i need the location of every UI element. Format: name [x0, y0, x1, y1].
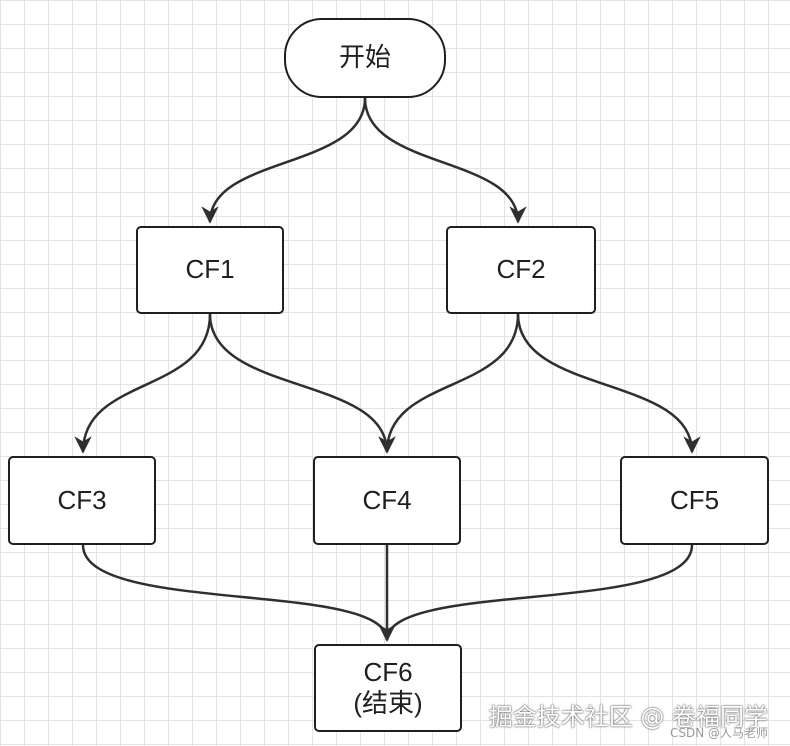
cf1-label: CF1 [185, 254, 235, 285]
cf5-label: CF5 [669, 484, 720, 515]
cf2-node: CF2 [446, 226, 596, 314]
watermark-text: 掘金技术社区 @ 卷福同学 [488, 703, 768, 731]
cf2-label: CF2 [496, 254, 546, 285]
edge-start-cf1 [201, 97, 367, 224]
edge-cf5-cf6 [378, 544, 694, 642]
cf3-label: CF3 [57, 484, 107, 515]
cf3-node: CF3 [8, 456, 156, 545]
cf4-label: CF4 [362, 484, 412, 515]
credit-text: CSDN @人马老师 [669, 726, 768, 740]
edge-cf2-cf5 [516, 313, 701, 454]
cf6-node: CF6 (结束) [314, 644, 462, 732]
start-node: 开始 [284, 18, 446, 98]
edge-cf1-cf4 [208, 313, 396, 454]
edge-cf3-cf6 [81, 544, 396, 642]
edge-cf1-cf3 [74, 313, 212, 454]
edge-start-cf2 [363, 97, 527, 224]
cf4-node: CF4 [313, 456, 461, 545]
cf6-label: CF6 [363, 656, 413, 687]
edge-cf2-cf4 [378, 313, 520, 454]
start-label: 开始 [338, 42, 391, 73]
cf6-sublabel: (结束) [353, 688, 423, 718]
cf1-node: CF1 [136, 226, 284, 314]
cf5-node: CF5 [620, 456, 769, 545]
